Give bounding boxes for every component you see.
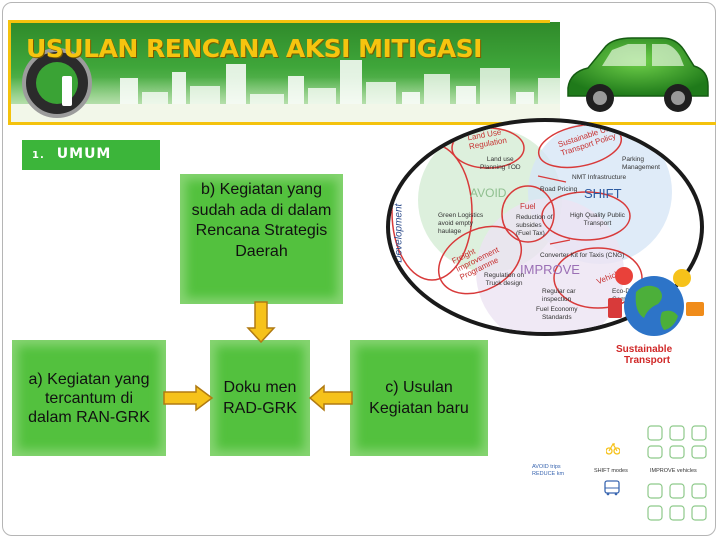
- sustainable-transport-globe: Sustainable Transport: [600, 262, 718, 372]
- section-number: 1.: [32, 150, 45, 161]
- box-a-text: a) Kegiatan yang tercantum di dalam RAN-…: [24, 370, 154, 427]
- arrow-down-icon: [246, 300, 276, 344]
- arrow-right-icon: [162, 384, 214, 412]
- converter-label: Converter Kit for Taxis (CNG): [540, 252, 624, 259]
- box-ran-grk: a) Kegiatan yang tercantum di dalam RAN-…: [12, 340, 166, 456]
- side-label: on Development: [394, 167, 405, 277]
- box-rad-grk-document: Doku men RAD-GRK: [210, 340, 310, 456]
- arrow-left-icon: [308, 384, 354, 412]
- green-car-icon: [562, 16, 712, 126]
- box-new-activities: c) Usulan Kegiatan baru: [350, 340, 488, 456]
- banner-left-line: [8, 20, 11, 125]
- box-center-text: Doku men RAD-GRK: [222, 377, 298, 419]
- page-title: USULAN RENCANA AKSI MITIGASI: [26, 34, 482, 63]
- section-label: UMUM: [57, 146, 112, 162]
- box-b-text: b) Kegiatan yang sudah ada di dalam Renc…: [190, 180, 333, 262]
- banner-top-line: [10, 20, 550, 23]
- box-existing-activities: b) Kegiatan yang sudah ada di dalam Renc…: [180, 174, 343, 304]
- avoid-label: AVOID: [470, 186, 506, 200]
- section-heading: 1. UMUM: [22, 140, 160, 170]
- fuel-label: Fuel: [520, 202, 536, 211]
- improve-label: IMPROVE: [520, 262, 580, 277]
- bicycle-icon: [606, 440, 620, 456]
- nmt-label: NMT Infrastructure: [572, 174, 626, 181]
- box-c-text: c) Usulan Kegiatan baru: [364, 377, 474, 419]
- legend-shift: SHIFT modes: [594, 468, 628, 474]
- bus-icon: [604, 480, 620, 496]
- sustainable-transport-label: Sustainable Transport: [616, 344, 672, 366]
- vehicle-grid-icon: [644, 422, 714, 532]
- shift-label: SHIFT: [584, 186, 622, 201]
- road-pricing-label: Road Pricing: [540, 186, 577, 193]
